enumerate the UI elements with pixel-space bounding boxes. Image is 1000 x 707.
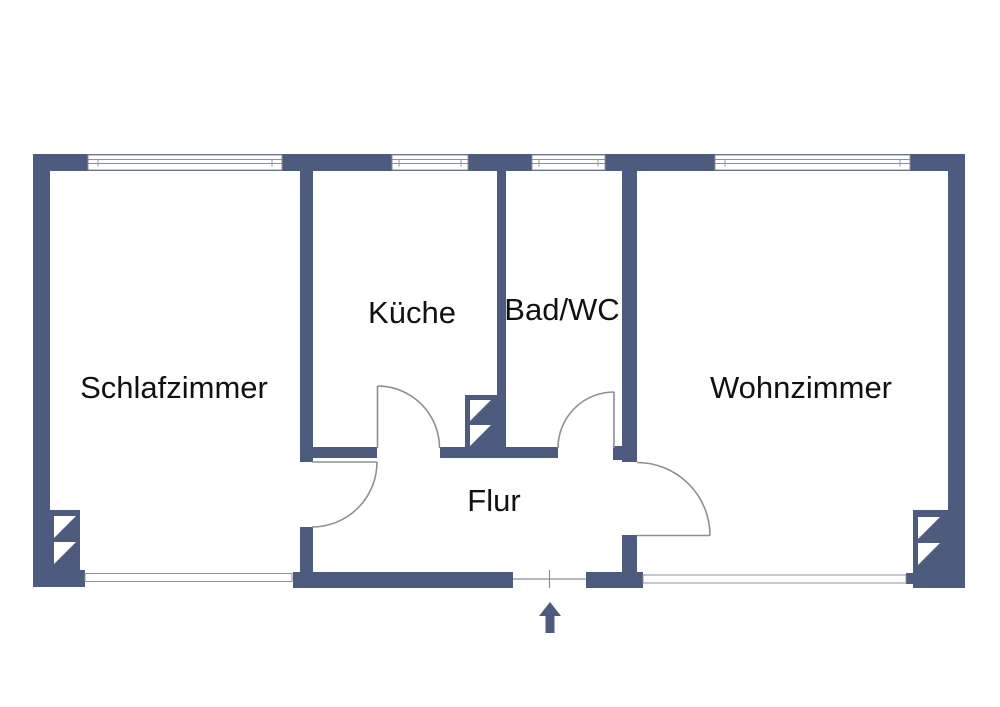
bottom-wall-flur-left	[293, 572, 513, 588]
wall-bad-flur-jamb	[613, 446, 637, 460]
wall-schlafzimmer-kueche	[300, 171, 313, 462]
shaft-wohnzimmer-hatch-bottom	[918, 543, 940, 565]
room-label-schlafzimmer: Schlafzimmer	[80, 370, 268, 405]
shaft-kueche-hatch-top	[470, 400, 491, 421]
door-bad	[557, 391, 615, 449]
window-kueche-top	[391, 154, 469, 171]
outer-wall-left	[33, 154, 50, 587]
bottom-wall-left-corner	[50, 570, 85, 587]
shaft-schlafzimmer-hatch-top	[54, 516, 76, 538]
room-label-wohnzimmer: Wohnzimmer	[710, 370, 892, 405]
door-schlafzimmer	[311, 461, 378, 528]
bottom-wall-flur-right	[586, 572, 643, 588]
shaft-kueche-hatch-bottom	[470, 425, 491, 446]
door-entrance	[513, 570, 586, 588]
window-wohnzimmer-bottom	[642, 574, 907, 584]
door-kueche	[376, 385, 441, 449]
window-wohnzimmer-top	[714, 154, 911, 171]
door-wohnzimmer	[636, 461, 711, 537]
shaft-schlafzimmer-hatch-bottom	[54, 542, 76, 564]
window-schlafzimmer-top	[87, 154, 283, 171]
room-label-kueche: Küche	[368, 295, 456, 330]
wall-kueche-bad-flur-mid	[440, 447, 558, 458]
window-bad-top	[531, 154, 606, 171]
shaft-wohnzimmer-hatch-top	[918, 517, 940, 539]
wall-kueche-bad	[497, 171, 506, 448]
entrance-arrow-icon	[539, 602, 561, 633]
wall-bad-wohnzimmer	[622, 171, 637, 462]
window-schlafzimmer-bottom	[84, 573, 293, 582]
wall-schlafzimmer-flur-stub	[300, 527, 313, 573]
wall-kueche-flur-left	[313, 447, 377, 458]
room-label-bad: Bad/WC	[504, 292, 619, 327]
outer-wall-right	[948, 154, 965, 588]
room-label-flur: Flur	[467, 483, 520, 518]
bottom-window-jamb-right	[906, 573, 913, 584]
wall-flur-wohnzimmer-stub	[622, 535, 637, 573]
